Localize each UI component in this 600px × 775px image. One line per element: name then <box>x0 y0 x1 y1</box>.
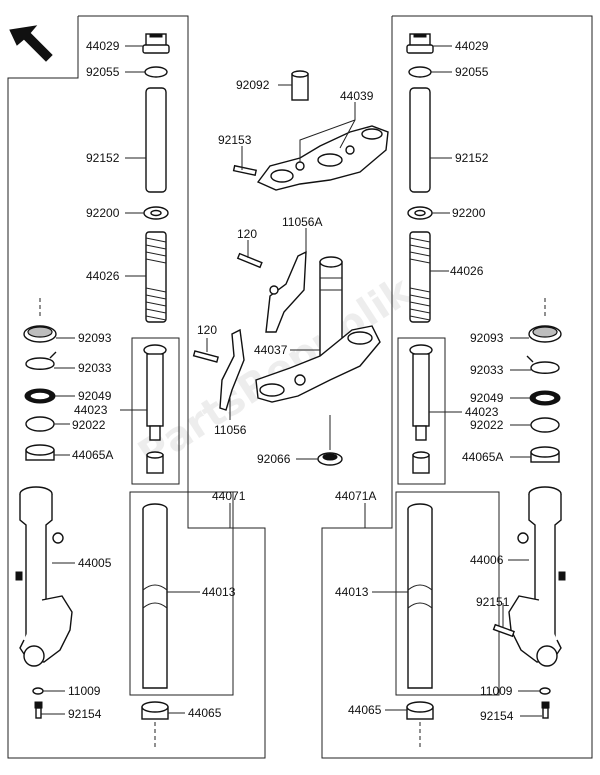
label-44005: 44005 <box>78 556 112 570</box>
label-11009-right: 11009 <box>480 684 513 698</box>
right-washer-92022 <box>530 417 560 433</box>
label-92022-right: 92022 <box>470 418 504 432</box>
bolt-120-top <box>236 252 263 269</box>
label-44065A-left: 44065A <box>72 448 113 462</box>
label-92153: 92153 <box>218 133 252 147</box>
label-11056A: 11056A <box>282 215 322 229</box>
leader-lines <box>41 45 542 717</box>
label-92152-right: 92152 <box>455 151 489 165</box>
collar-92092 <box>291 70 309 101</box>
label-92092: 92092 <box>236 78 270 92</box>
label-44065-left: 44065 <box>188 706 222 720</box>
right-gasket-11009 <box>539 687 551 695</box>
left-bolt-92154 <box>34 701 43 719</box>
label-92093-right: 92093 <box>470 331 504 345</box>
label-92152-left: 92152 <box>86 151 120 165</box>
label-44065A-right: 44065A <box>462 450 503 464</box>
right-dust-seal-92093 <box>528 325 562 343</box>
label-44065-right: 44065 <box>348 703 382 717</box>
left-spacer-pipe-92152 <box>145 87 167 193</box>
label-92154-left: 92154 <box>68 707 102 721</box>
label-44039: 44039 <box>340 89 374 103</box>
left-cylinder-44023 <box>143 344 167 474</box>
left-washer-92200 <box>143 206 169 220</box>
left-guide-bush-44065A <box>25 444 55 461</box>
label-44029-right: 44029 <box>455 39 489 53</box>
right-inner-tube-44013 <box>407 503 433 689</box>
left-inner-tube-44013 <box>142 503 168 689</box>
right-fork-spring-44026 <box>409 231 431 323</box>
front-direction-arrow-icon <box>9 25 53 62</box>
right-guide-bush-44065A <box>530 446 560 463</box>
left-fork-spring-44026 <box>145 231 167 323</box>
label-92049-right: 92049 <box>470 391 504 405</box>
label-120-top: 120 <box>237 227 257 241</box>
label-44006: 44006 <box>470 553 504 567</box>
cable-guide-bracket-11056A <box>265 250 307 333</box>
right-outer-tube-44006 <box>508 486 566 667</box>
label-92066: 92066 <box>257 452 291 466</box>
upper-bracket-44039 <box>256 125 389 191</box>
right-inner-tube-box <box>395 491 500 696</box>
right-retaining-ring-92033 <box>526 355 560 374</box>
label-92093-left: 92093 <box>78 331 112 345</box>
label-44023-right: 44023 <box>465 405 499 419</box>
left-cylinder-box <box>131 337 180 485</box>
left-oil-seal-92049 <box>24 388 56 404</box>
label-44071: 44071 <box>212 489 246 503</box>
label-44023-left: 44023 <box>74 403 108 417</box>
steering-stem-44037 <box>255 256 381 403</box>
bolt-92151 <box>492 623 515 638</box>
left-washer-92022 <box>25 416 55 432</box>
right-cylinder-box <box>397 337 446 485</box>
label-92055-right: 92055 <box>455 65 489 79</box>
label-44026-right: 44026 <box>450 264 484 278</box>
label-92200-right: 92200 <box>452 206 486 220</box>
left-fork-frame <box>7 15 266 759</box>
right-fork-frame <box>321 15 593 759</box>
label-11009-left: 11009 <box>68 684 101 698</box>
bolt-120-left <box>192 350 219 363</box>
right-cylinder-44023 <box>409 344 433 474</box>
label-92200-left: 92200 <box>86 206 120 220</box>
right-washer-92200 <box>407 206 433 220</box>
left-dust-seal-92093 <box>23 325 57 343</box>
left-gasket-11009 <box>32 687 44 695</box>
label-92055-left: 92055 <box>86 65 120 79</box>
right-spacer-pipe-92152 <box>409 87 431 193</box>
right-bolt-92154 <box>541 701 550 719</box>
label-11056: 11056 <box>214 423 247 437</box>
right-o-ring-92055 <box>408 66 432 78</box>
left-retaining-ring-92033 <box>25 351 57 370</box>
label-92033-right: 92033 <box>470 363 504 377</box>
left-outer-tube-44005 <box>15 486 73 667</box>
right-guide-bush-44065 <box>406 701 434 720</box>
dust-seal-92066 <box>317 452 343 466</box>
left-inner-tube-box <box>129 491 234 696</box>
cable-guide-bracket-11056 <box>219 328 245 411</box>
left-cap-bolt <box>142 33 170 54</box>
label-44013-left: 44013 <box>202 585 236 599</box>
label-44013-right: 44013 <box>335 585 369 599</box>
bolt-92153 <box>232 164 258 177</box>
left-o-ring-92055 <box>144 66 168 78</box>
right-oil-seal-92049 <box>529 390 561 406</box>
left-guide-bush-44065 <box>141 701 169 720</box>
label-44071A: 44071A <box>335 489 376 503</box>
label-92033-left: 92033 <box>78 361 112 375</box>
label-44037: 44037 <box>254 343 288 357</box>
label-92154-right: 92154 <box>480 709 514 723</box>
label-44026-left: 44026 <box>86 269 120 283</box>
label-92049-left: 92049 <box>78 389 112 403</box>
label-92151: 92151 <box>476 595 510 609</box>
label-44029-left: 44029 <box>86 39 120 53</box>
right-cap-bolt <box>406 33 434 54</box>
label-120-left: 120 <box>197 323 217 337</box>
label-92022-left: 92022 <box>72 418 106 432</box>
